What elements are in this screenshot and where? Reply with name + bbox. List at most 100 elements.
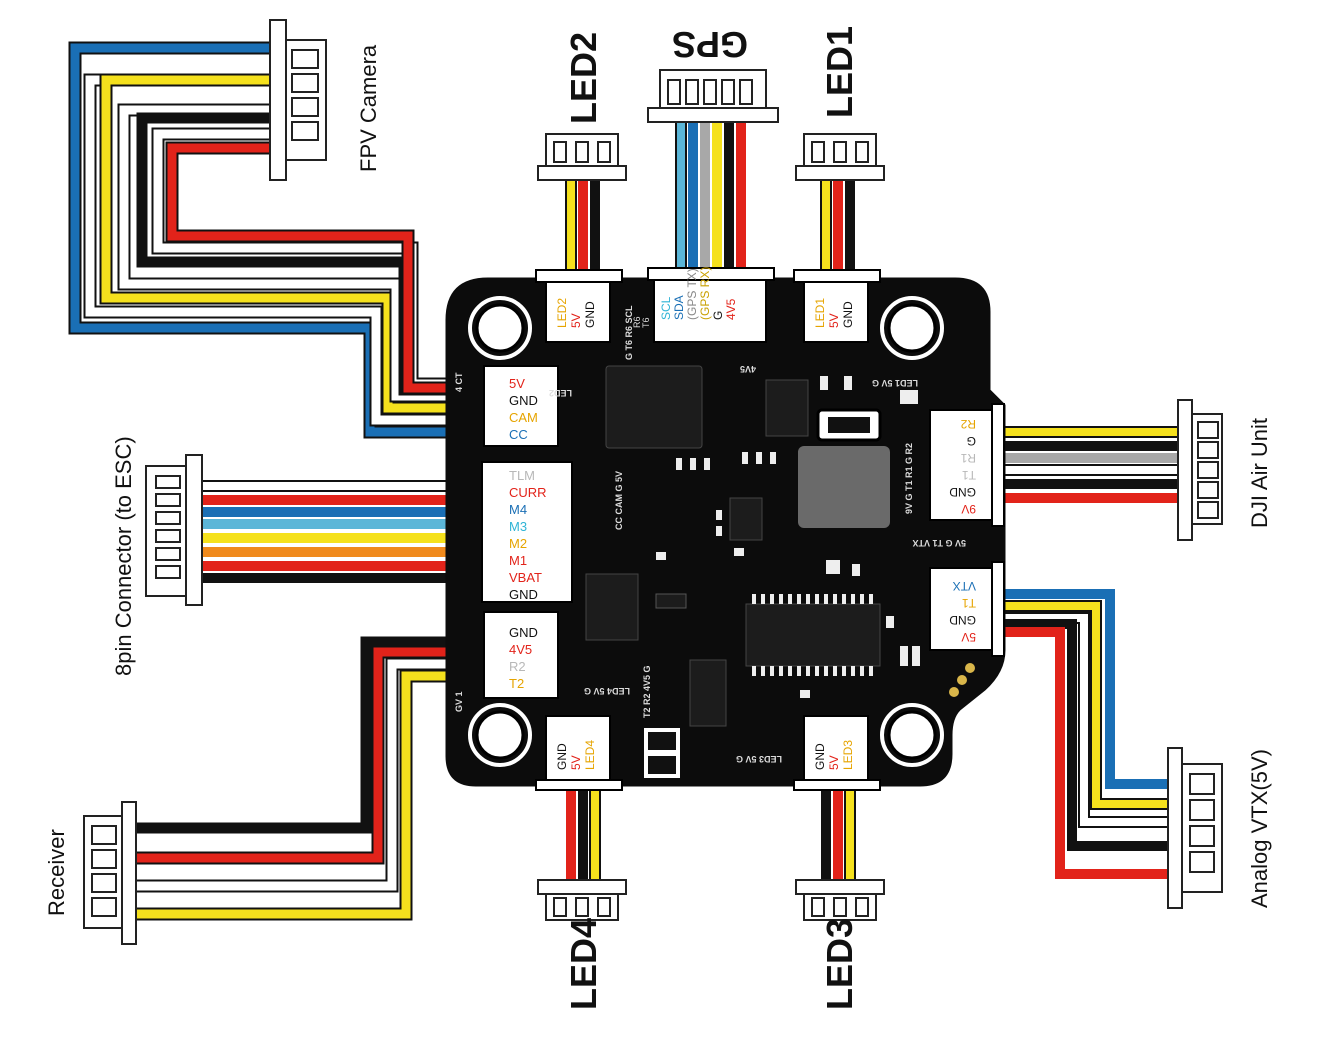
led2-pad-gnd: GND xyxy=(583,301,597,328)
gps-pad-scl: SCL xyxy=(659,296,673,320)
cam-pad-cam: CAM xyxy=(509,410,538,425)
chip-pin xyxy=(788,594,792,604)
chip-pin xyxy=(752,594,756,604)
chip-pin xyxy=(752,666,756,676)
vtx-wires xyxy=(1003,589,1170,879)
led3-pad-5v: 5V xyxy=(827,755,841,770)
gold-pad xyxy=(965,663,975,673)
esc-pad-m1: M1 xyxy=(509,553,527,568)
mosfet xyxy=(689,659,727,727)
rx-pad-4v5: 4V5 xyxy=(509,642,532,657)
label-gps: GPS xyxy=(672,24,748,65)
led4-pad-gnd: GND xyxy=(555,743,569,770)
cam-pad-gnd: GND xyxy=(509,393,538,408)
chip-pin xyxy=(797,594,801,604)
led3-pad-gnd: GND xyxy=(813,743,827,770)
chip-pin xyxy=(815,594,819,604)
passive xyxy=(852,564,860,576)
passive xyxy=(800,690,810,698)
led2-connector xyxy=(537,133,627,181)
wire-yellow xyxy=(135,671,482,919)
label-esc-connector: 8pin Connector (to ESC) xyxy=(111,436,136,676)
mount-hole-tl-inner xyxy=(475,303,525,353)
socket-led2-body xyxy=(545,281,611,343)
dji-pad-r2: R2 xyxy=(960,417,976,431)
chip-pin xyxy=(788,666,792,676)
esc-pad-m2: M2 xyxy=(509,536,527,551)
chip-pin xyxy=(842,594,846,604)
chip-pin xyxy=(824,594,828,604)
led2-pad-5v: 5V xyxy=(569,313,583,328)
wire-yellow xyxy=(101,75,480,413)
chip-pin xyxy=(860,666,864,676)
passive xyxy=(886,616,894,628)
chip-pin xyxy=(860,594,864,604)
chip-pin xyxy=(851,594,855,604)
passive xyxy=(704,458,710,470)
esc-pad-vbat: VBAT xyxy=(509,570,542,585)
esc-pad-tlm: TLM xyxy=(509,468,535,483)
passives xyxy=(655,376,920,698)
receiver-connector xyxy=(83,801,137,945)
wire-white xyxy=(1003,614,1170,826)
button-inner xyxy=(828,417,870,433)
label-led2: LED2 xyxy=(563,32,604,124)
cam-pad-cc: CC xyxy=(509,427,528,442)
chip-pin xyxy=(869,594,873,604)
socket-rx xyxy=(483,611,559,699)
passive xyxy=(912,646,920,666)
cam-pad-5v: 5V xyxy=(509,376,525,391)
passive xyxy=(820,376,828,390)
gps-pad-4v5: 4V5 xyxy=(724,298,738,320)
small-chip xyxy=(729,497,763,541)
gold-pad xyxy=(957,675,967,685)
vtx-pad-vtx: VTX xyxy=(953,579,976,593)
chip-pin xyxy=(851,666,855,676)
dji-pad-gnd: GND xyxy=(949,485,976,499)
led1-pad-gnd: GND xyxy=(841,301,855,328)
flight-controller-board: 4 CT GV 1 LED2 G T6 R6 SCL 4V5 LED1 5V G… xyxy=(445,267,1006,791)
dji-pad-g: G xyxy=(967,434,976,448)
passive xyxy=(770,452,776,464)
rx-pad-r2: R2 xyxy=(509,659,526,674)
socket-dji-edge xyxy=(991,403,1005,527)
esc-pad-m3: M3 xyxy=(509,519,527,534)
esc-pad-m4: M4 xyxy=(509,502,527,517)
external-connectors xyxy=(83,19,1223,945)
chip-pin xyxy=(806,594,810,604)
passive xyxy=(844,376,852,390)
gps-pad-gps-tx: (GPS TX) xyxy=(685,268,699,320)
silk-gps: G T6 R6 SCL xyxy=(624,305,634,360)
vtx-pad-5v: 5V xyxy=(961,630,976,644)
passive xyxy=(900,646,908,666)
led3-connector xyxy=(795,879,885,921)
esc-connector xyxy=(145,454,203,606)
socket-esc xyxy=(481,461,573,603)
wire-yellow xyxy=(1003,602,1170,808)
led1-connector xyxy=(795,133,885,181)
gps-pad-g: G xyxy=(711,311,725,320)
label-led4: LED4 xyxy=(563,918,604,1010)
led2-wires xyxy=(565,180,600,272)
silk-led4: LED4 5V G xyxy=(584,686,630,696)
led3-pad-led3: LED3 xyxy=(841,740,855,770)
fpv-camera-connector xyxy=(269,19,327,181)
mount-hole-br-inner xyxy=(887,710,937,760)
wire-red xyxy=(167,143,480,393)
wire-red xyxy=(1003,627,1170,879)
wire-red xyxy=(135,647,482,863)
inductor xyxy=(798,446,890,528)
silk-4ct: 4 CT xyxy=(454,372,464,392)
chip-pin xyxy=(815,666,819,676)
silkscreen: 4 CT GV 1 LED2 G T6 R6 SCL 4V5 LED1 5V G… xyxy=(454,305,966,764)
chip-pin xyxy=(761,666,765,676)
gps-pad-sda: SDA xyxy=(672,295,686,320)
silk-led3: LED3 5V G xyxy=(736,754,782,764)
chip-pin xyxy=(824,666,828,676)
diode-inner2 xyxy=(648,756,676,774)
led1-pad-5v: 5V xyxy=(827,313,841,328)
regulator xyxy=(585,573,639,641)
wire-black xyxy=(135,636,482,834)
socket-gps-body xyxy=(653,279,767,343)
